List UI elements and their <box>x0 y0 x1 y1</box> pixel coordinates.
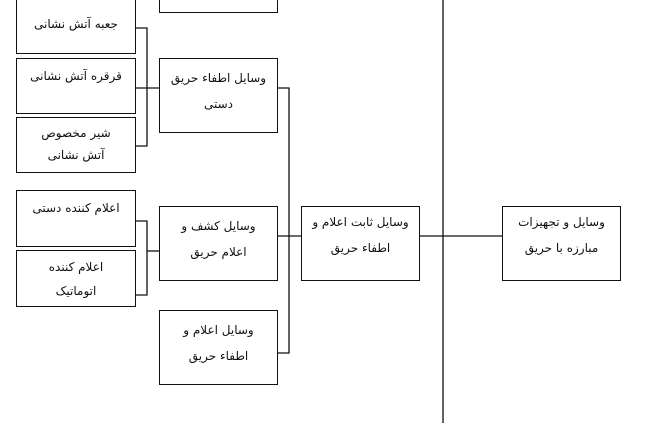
root-node: وسایل و تجهیزات مبارزه با حریق <box>502 206 621 281</box>
hose-reel-node: قرقره آتش نشانی <box>16 58 136 114</box>
manual-bracket <box>135 27 148 147</box>
fixed-node: وسایل ثابت اعلام و اطفاء حریق <box>301 206 420 281</box>
alarm-ext-label: وسایل اعلام و اطفاء حریق <box>183 323 254 363</box>
auto-alarm-label: اعلام کننده اتوماتیک <box>48 260 104 298</box>
manual-alarm-label: اعلام کننده دستی <box>32 201 120 215</box>
manual-ext-node: وسایل اطفاء حریق دستی <box>159 58 278 133</box>
cropped-top-box <box>159 0 278 13</box>
manual-alarm-node: اعلام کننده دستی <box>16 190 136 247</box>
hydrant-node: شیر مخصوص آتش نشانی <box>16 117 136 173</box>
fire-box-label: جعبه آتش نشانی <box>34 17 118 31</box>
detection-node: وسایل کشف و اعلام حریق <box>159 206 278 281</box>
mid-bracket <box>277 87 290 354</box>
detection-label: وسایل کشف و اعلام حریق <box>181 219 256 259</box>
manual-ext-label: وسایل اطفاء حریق دستی <box>170 71 267 111</box>
hydrant-label: شیر مخصوص آتش نشانی <box>41 126 111 162</box>
alarm-ext-node: وسایل اعلام و اطفاء حریق <box>159 310 278 385</box>
detection-bracket <box>135 220 148 296</box>
fire-box-node: جعبه آتش نشانی <box>16 0 136 54</box>
hose-reel-label: قرقره آتش نشانی <box>30 69 122 83</box>
auto-alarm-node: اعلام کننده اتوماتیک <box>16 250 136 307</box>
root-label: وسایل و تجهیزات مبارزه با حریق <box>518 215 605 255</box>
fixed-label: وسایل ثابت اعلام و اطفاء حریق <box>312 215 409 255</box>
